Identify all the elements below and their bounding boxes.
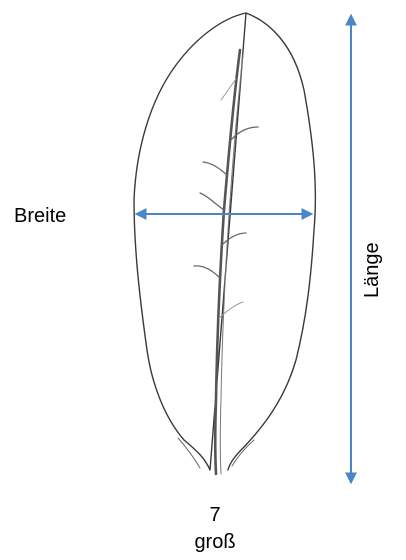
width-label: Breite bbox=[14, 205, 66, 227]
leaf-outline-inner-right bbox=[232, 440, 254, 466]
score-label: 7 bbox=[200, 504, 230, 526]
leaf-vein bbox=[222, 233, 246, 245]
length-label: Länge bbox=[361, 248, 383, 298]
leaf-vein bbox=[203, 162, 227, 175]
size-class-label: groß bbox=[185, 531, 245, 553]
leaf-vein bbox=[200, 193, 224, 210]
leaf-outline-inner-left bbox=[178, 438, 200, 468]
leaf-outline bbox=[134, 13, 315, 470]
leaf-midrib bbox=[215, 50, 240, 474]
leaf-drawing bbox=[134, 13, 315, 474]
leaf-vein bbox=[194, 266, 220, 278]
